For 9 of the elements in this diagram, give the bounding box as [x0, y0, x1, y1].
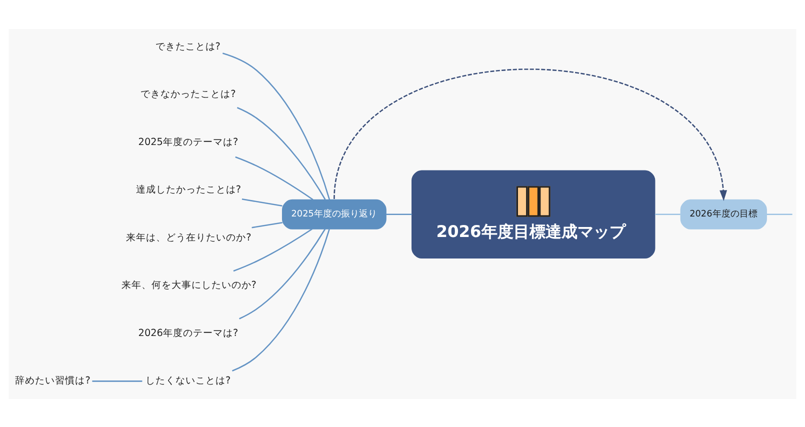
node-text: 2025年度のテーマは? — [138, 136, 238, 148]
node-text: 来年は、どう在りたいのか? — [126, 232, 252, 243]
node-text: 辞めたい習慣は? — [15, 375, 90, 386]
node-text: できたことは? — [155, 40, 220, 52]
node-text: できなかったことは? — [140, 88, 236, 100]
node-text: 達成したかったことは? — [136, 184, 241, 196]
node-text: 来年、何を大事にしたいのか? — [121, 280, 256, 291]
node-text: 2026年度のテーマは? — [138, 327, 238, 338]
node-text: したくないことは? — [146, 375, 231, 386]
